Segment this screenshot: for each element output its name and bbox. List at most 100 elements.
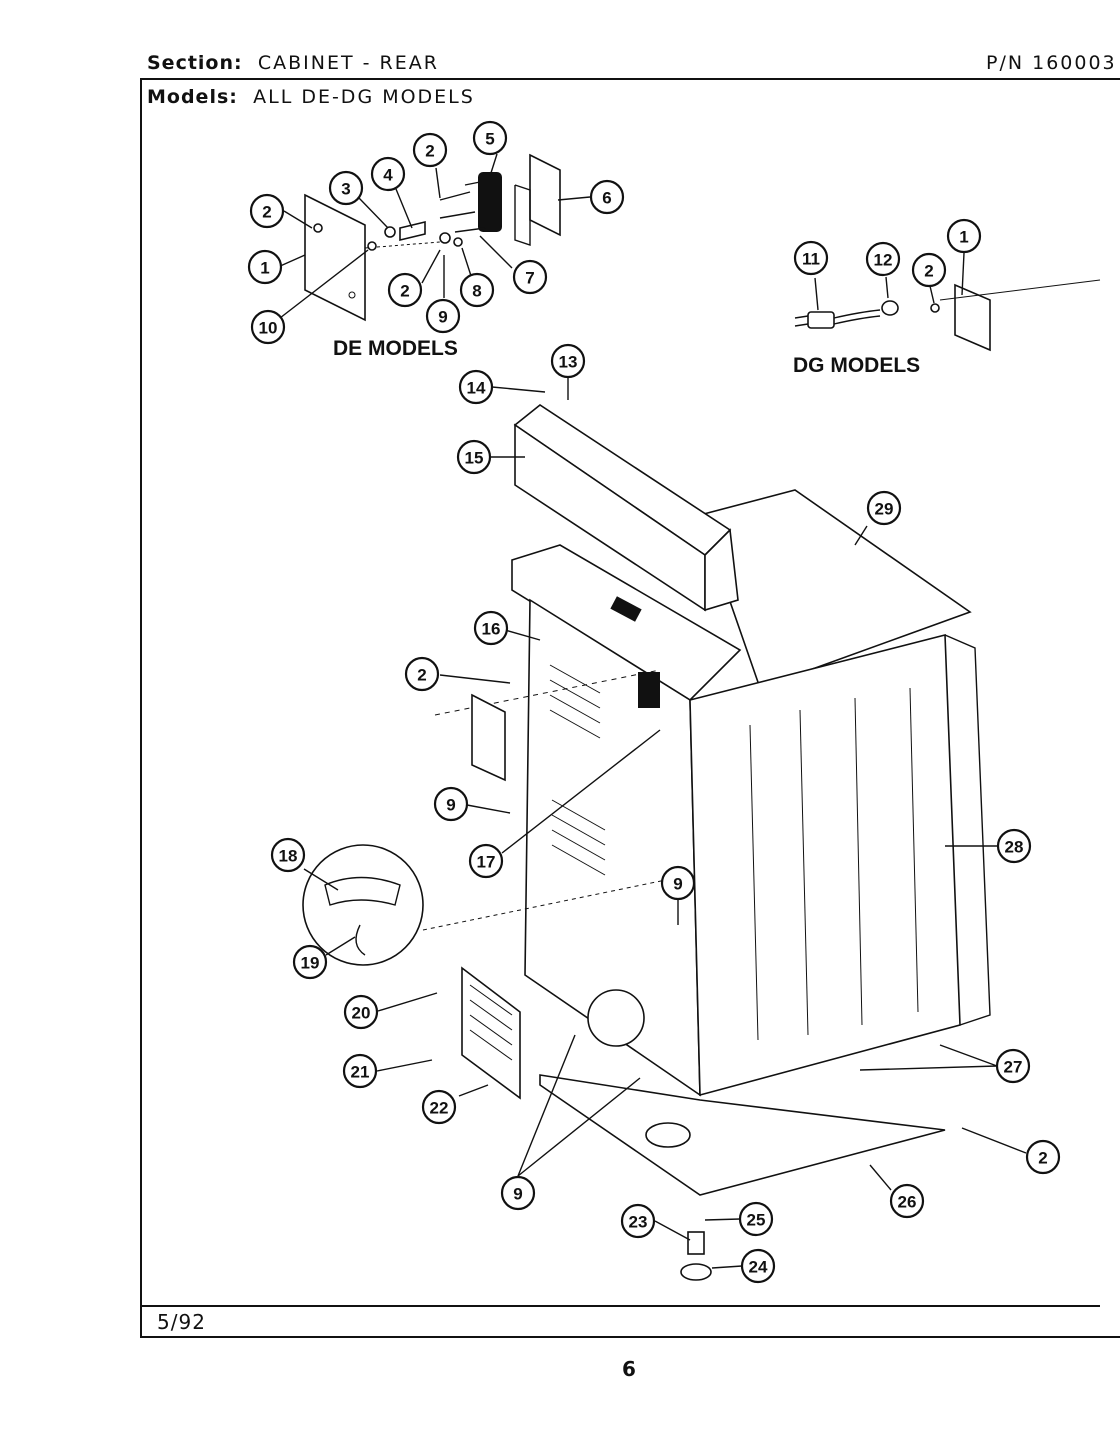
leader-lines bbox=[277, 153, 1027, 1269]
callout-number: 18 bbox=[279, 847, 298, 866]
diagram-frame bbox=[140, 78, 1120, 1338]
callout-2: 2 bbox=[412, 132, 448, 168]
terminal-bracket bbox=[529, 153, 561, 237]
callout-2: 2 bbox=[249, 193, 285, 229]
dg-models-label: DG MODELS bbox=[793, 354, 920, 377]
callout-number: 14 bbox=[467, 379, 486, 398]
callout-9: 9 bbox=[425, 298, 461, 334]
callout-8: 8 bbox=[459, 272, 495, 308]
models-header: Models: ALL DE-DG MODELS bbox=[147, 86, 475, 108]
callout-number: 2 bbox=[425, 142, 434, 161]
callout-9: 9 bbox=[660, 865, 696, 901]
leveling-leg bbox=[687, 1231, 705, 1255]
callout-29: 29 bbox=[866, 490, 902, 526]
callout-number: 9 bbox=[513, 1185, 522, 1204]
callout-number: 8 bbox=[472, 282, 481, 301]
callout-3: 3 bbox=[328, 170, 364, 206]
terminal-cover-plate bbox=[304, 193, 366, 322]
callout-number: 2 bbox=[262, 203, 271, 222]
callout-13: 13 bbox=[550, 343, 586, 379]
callout-number: 9 bbox=[438, 308, 447, 327]
side-panel bbox=[689, 633, 961, 1097]
footer-date: 5/92 bbox=[157, 1310, 206, 1334]
models-label: Models: bbox=[147, 86, 238, 108]
callout-9: 9 bbox=[500, 1175, 536, 1211]
callout-number: 9 bbox=[446, 796, 455, 815]
callout-2: 2 bbox=[404, 656, 440, 692]
page-number: 6 bbox=[622, 1357, 636, 1381]
part-number: P/N 160003 bbox=[986, 52, 1117, 74]
part-number-text: P/N 160003 bbox=[986, 52, 1117, 74]
callout-5: 5 bbox=[472, 120, 508, 156]
callout-number: 2 bbox=[400, 282, 409, 301]
callout-number: 29 bbox=[875, 500, 894, 519]
callout-17: 17 bbox=[468, 843, 504, 879]
de-models-label: DE MODELS bbox=[333, 337, 458, 360]
callout-number: 4 bbox=[383, 166, 393, 185]
callout-10: 10 bbox=[250, 309, 286, 345]
callout-number: 21 bbox=[351, 1063, 370, 1082]
callout-26: 26 bbox=[889, 1183, 925, 1219]
callout-number: 15 bbox=[465, 449, 484, 468]
terminal-block bbox=[478, 172, 502, 232]
callout-number: 3 bbox=[341, 180, 350, 199]
callout-number: 23 bbox=[629, 1213, 648, 1232]
callout-2: 2 bbox=[911, 252, 947, 288]
exhaust-opening bbox=[587, 989, 645, 1047]
callout-number: 27 bbox=[1004, 1058, 1023, 1077]
base-pan bbox=[539, 1074, 946, 1196]
power-cord-plug bbox=[807, 311, 835, 329]
callout-number: 7 bbox=[525, 269, 534, 288]
callout-number: 13 bbox=[559, 353, 578, 372]
callout-25: 25 bbox=[738, 1201, 774, 1237]
callout-24: 24 bbox=[740, 1248, 776, 1284]
callout-number: 5 bbox=[485, 130, 494, 149]
callout-22: 22 bbox=[421, 1089, 457, 1125]
callout-number: 1 bbox=[260, 259, 269, 278]
section-header: Section: CABINET - REAR bbox=[147, 52, 439, 74]
callout-number: 26 bbox=[898, 1193, 917, 1212]
callout-number: 22 bbox=[430, 1099, 449, 1118]
callout-number: 2 bbox=[1038, 1149, 1047, 1168]
callout-14: 14 bbox=[458, 369, 494, 405]
callout-19: 19 bbox=[292, 944, 328, 980]
top-panel bbox=[698, 489, 972, 690]
callout-number: 6 bbox=[602, 189, 611, 208]
callout-number: 2 bbox=[417, 666, 426, 685]
callout-12: 12 bbox=[865, 241, 901, 277]
callout-number: 2 bbox=[924, 262, 933, 281]
callout-number: 11 bbox=[802, 250, 820, 269]
callout-23: 23 bbox=[620, 1203, 656, 1239]
callout-16: 16 bbox=[473, 610, 509, 646]
callout-number: 17 bbox=[477, 853, 496, 872]
callout-9: 9 bbox=[433, 786, 469, 822]
access-panel bbox=[461, 966, 521, 1100]
callout-18: 18 bbox=[270, 837, 306, 873]
callout-1: 1 bbox=[946, 218, 982, 254]
dryer-cabinet bbox=[302, 404, 991, 1281]
callout-27: 27 bbox=[995, 1048, 1031, 1084]
callout-number: 9 bbox=[673, 875, 682, 894]
strain-relief bbox=[881, 300, 899, 316]
callout-number: 28 bbox=[1005, 838, 1024, 857]
section-label: Section: bbox=[147, 52, 243, 74]
models-value: ALL DE-DG MODELS bbox=[253, 86, 475, 108]
callout-4: 4 bbox=[370, 156, 406, 192]
callout-number: 16 bbox=[482, 620, 501, 639]
callout-2: 2 bbox=[387, 272, 423, 308]
footer-divider bbox=[140, 1305, 1100, 1307]
callout-6: 6 bbox=[589, 179, 625, 215]
de-models-assembly bbox=[304, 153, 561, 322]
callout-2: 2 bbox=[1025, 1139, 1061, 1175]
callout-7: 7 bbox=[512, 259, 548, 295]
section-value: CABINET - REAR bbox=[257, 52, 439, 74]
dg-models-assembly bbox=[794, 279, 1101, 352]
callout-number: 1 bbox=[959, 228, 968, 247]
callout-number: 12 bbox=[874, 251, 893, 270]
callout-number: 24 bbox=[749, 1258, 768, 1277]
callout-11: 11 bbox=[793, 240, 829, 276]
callout-number: 19 bbox=[301, 954, 320, 973]
control-base bbox=[511, 544, 742, 702]
